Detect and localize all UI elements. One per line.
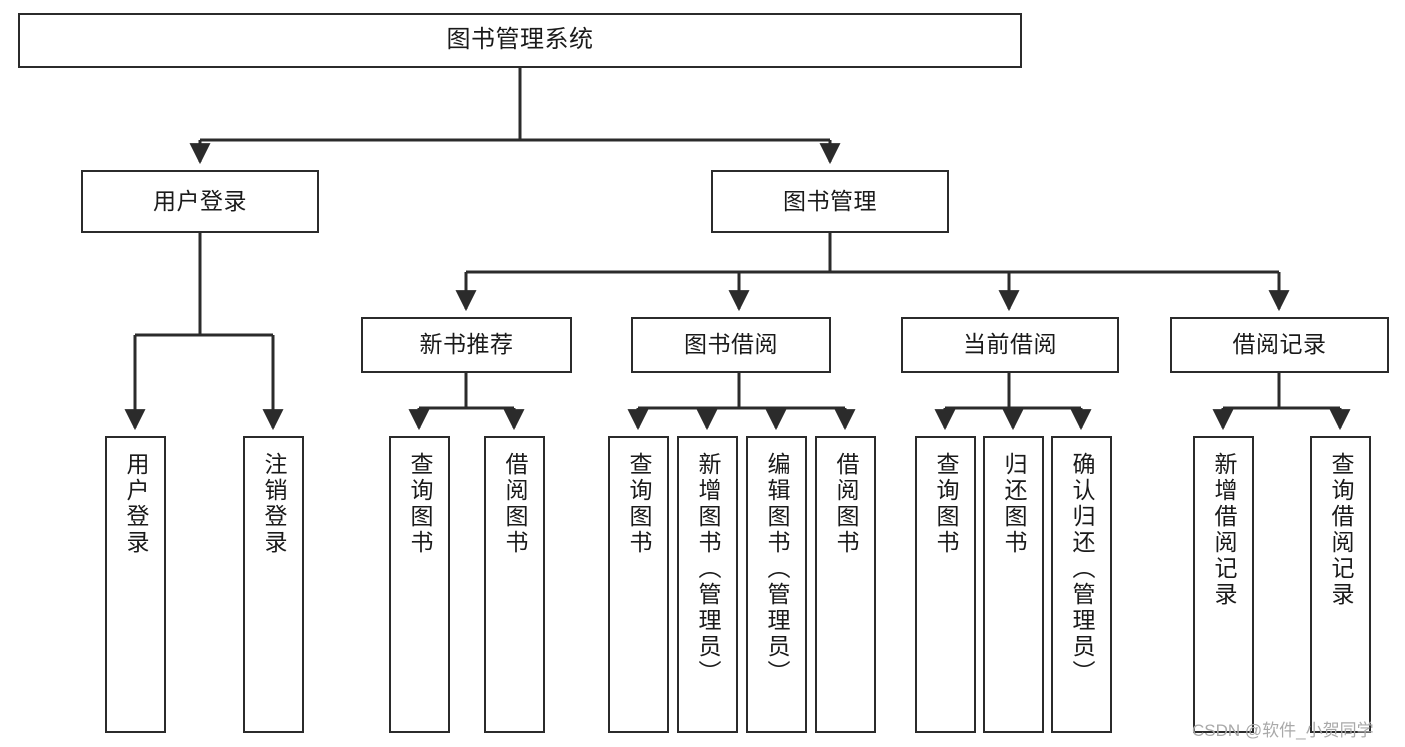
node-label: 新增借阅记录 — [1211, 452, 1237, 608]
node-label: 图书借阅 — [684, 331, 778, 358]
node-leaf-logout-login[interactable]: 注销登录 — [243, 436, 304, 733]
node-label: 用户登录 — [123, 452, 149, 556]
node-current-borrowing[interactable]: 当前借阅 — [901, 317, 1119, 373]
node-book-management-system[interactable]: 图书管理系统 — [18, 13, 1022, 68]
node-label: 归还图书 — [1001, 452, 1027, 556]
node-label: 用户登录 — [153, 187, 247, 214]
node-label: 编辑图书（管理员） — [764, 452, 790, 686]
node-leaf-query-borrow-record[interactable]: 查询借阅记录 — [1310, 436, 1371, 733]
node-label: 查询图书 — [626, 452, 652, 556]
csdn-watermark: CSDN @软件_小贺同学 — [1192, 721, 1374, 740]
node-book-management[interactable]: 图书管理 — [711, 170, 949, 233]
node-leaf-query-books-current[interactable]: 查询图书 — [915, 436, 976, 733]
node-user-login[interactable]: 用户登录 — [81, 170, 319, 233]
node-label: 图书管理 — [783, 187, 877, 214]
node-label: 借阅图书 — [502, 452, 528, 556]
node-book-borrowing[interactable]: 图书借阅 — [631, 317, 831, 373]
node-leaf-query-books-recommend[interactable]: 查询图书 — [389, 436, 450, 733]
node-label: 新书推荐 — [419, 331, 514, 358]
node-leaf-add-borrow-record[interactable]: 新增借阅记录 — [1193, 436, 1254, 733]
node-leaf-user-login[interactable]: 用户登录 — [105, 436, 166, 733]
node-leaf-return-books[interactable]: 归还图书 — [983, 436, 1044, 733]
node-leaf-confirm-return-admin[interactable]: 确认归还（管理员） — [1051, 436, 1112, 733]
node-label: 借阅图书 — [833, 452, 859, 556]
node-leaf-query-books-borrow[interactable]: 查询图书 — [608, 436, 669, 733]
node-leaf-add-book-admin[interactable]: 新增图书（管理员） — [677, 436, 738, 733]
node-label: 借阅记录 — [1232, 331, 1327, 358]
node-leaf-borrow-books[interactable]: 借阅图书 — [815, 436, 876, 733]
node-label: 确认归还（管理员） — [1069, 452, 1095, 686]
node-label: 查询借阅记录 — [1328, 452, 1354, 608]
node-label: 当前借阅 — [963, 331, 1057, 358]
node-label: 新增图书（管理员） — [695, 452, 721, 686]
node-borrowing-records[interactable]: 借阅记录 — [1170, 317, 1389, 373]
node-label: 注销登录 — [261, 452, 287, 556]
node-new-book-recommendation[interactable]: 新书推荐 — [361, 317, 572, 373]
node-label: 查询图书 — [933, 452, 959, 556]
node-label: 查询图书 — [407, 452, 433, 556]
node-label: 图书管理系统 — [446, 26, 594, 54]
node-leaf-edit-book-admin[interactable]: 编辑图书（管理员） — [746, 436, 807, 733]
node-leaf-borrow-books-recommend[interactable]: 借阅图书 — [484, 436, 545, 733]
